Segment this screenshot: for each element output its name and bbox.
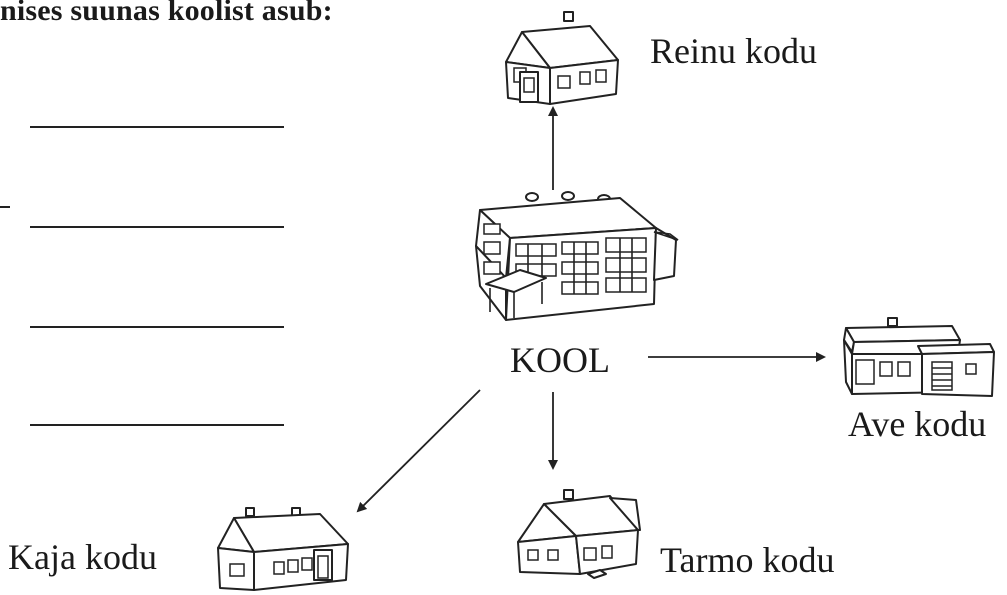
reinu-label: Reinu kodu xyxy=(650,31,817,71)
answer-line-4[interactable] xyxy=(30,424,284,426)
arrow-southwest xyxy=(356,389,481,513)
margin-dash xyxy=(0,206,10,208)
answer-line-1[interactable] xyxy=(30,126,284,128)
kaja-label: Kaja kodu xyxy=(8,537,157,577)
school-label: KOOL xyxy=(510,340,610,380)
answer-line-3[interactable] xyxy=(30,326,284,328)
tarmo-house-icon xyxy=(517,489,641,579)
answer-line-2[interactable] xyxy=(30,226,284,228)
school-building-icon xyxy=(475,191,679,321)
ave-label: Ave kodu xyxy=(848,404,986,444)
ave-house-icon xyxy=(843,317,995,397)
tarmo-label: Tarmo kodu xyxy=(660,540,834,580)
reinu-house-icon xyxy=(505,11,619,105)
task-heading: nises suunas koolist asub: xyxy=(0,0,333,27)
kaja-house-icon xyxy=(217,507,349,591)
